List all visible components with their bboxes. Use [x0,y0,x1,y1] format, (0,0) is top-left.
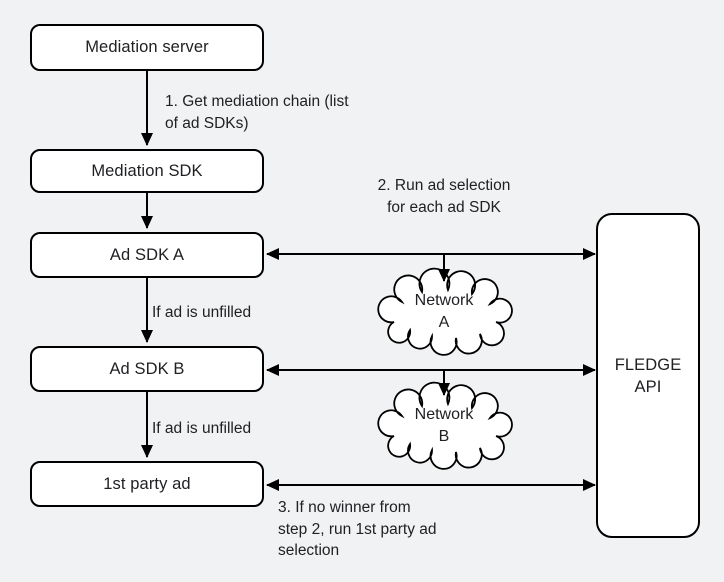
annotation-step1: 1. Get mediation chain (list of ad SDKs) [165,93,349,132]
annotation-if-unfilled-a: If ad is unfilled [152,304,252,321]
node-mediation-server: Mediation server [30,24,264,71]
annotation-step3: 3. If no winner from step 2, run 1st par… [278,499,437,559]
node-ad-sdk-b: Ad SDK B [30,346,264,392]
annotation-if-unfilled-b: If ad is unfilled [152,420,252,437]
annotation-step2: 2. Run ad selection for each ad SDK [377,177,511,216]
node-fledge-api: FLEDGE API [596,213,700,538]
cloud-network-b [377,381,513,470]
cloud-network-a-shape [377,267,513,356]
node-mediation-sdk: Mediation SDK [30,149,264,193]
cloud-network-a [377,267,513,356]
cloud-label-network-a: Network A [414,292,474,331]
node-ad-sdk-a: Ad SDK A [30,232,264,278]
cloud-label-network-b: Network B [414,406,474,445]
cloud-network-b-shape [377,381,513,470]
node-first-party-ad: 1st party ad [30,461,264,507]
